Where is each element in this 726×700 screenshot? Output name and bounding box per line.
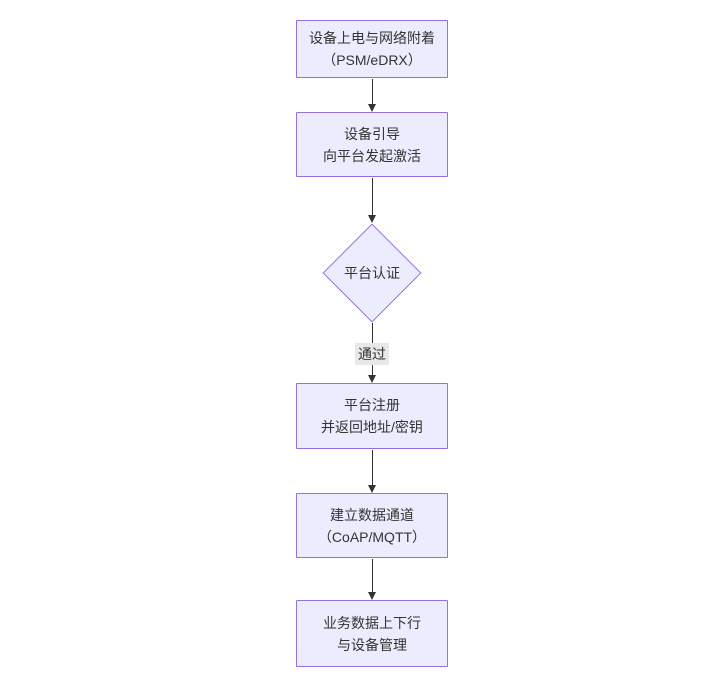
node-text-line: 设备上电与网络附着 <box>309 30 435 46</box>
node-text-line: 业务数据上下行 <box>323 614 421 631</box>
arrowhead-icon <box>368 215 376 223</box>
edge-line <box>371 559 373 592</box>
flow-edge-power-to-bootstrap <box>365 79 379 112</box>
edge-line <box>371 178 373 215</box>
flow-edge-channel-to-business <box>365 559 379 600</box>
arrowhead-icon <box>368 592 376 600</box>
arrowhead-icon <box>368 375 376 383</box>
node-text-line: 建立数据通道 <box>330 506 414 523</box>
flow-node-business-data: 业务数据上下行 与设备管理 <box>296 600 448 667</box>
flow-node-register: 平台注册 并返回地址/密钥 <box>296 383 448 449</box>
edge-line <box>371 79 373 104</box>
arrowhead-icon <box>368 485 376 493</box>
flow-node-auth-decision: 平台认证 <box>322 223 422 323</box>
flow-node-bootstrap: 设备引导 向平台发起激活 <box>296 112 448 177</box>
node-text-line: 并返回地址/密钥 <box>321 419 423 435</box>
node-text-line: （CoAP/MQTT） <box>317 528 427 545</box>
flow-node-power-attach: 设备上电与网络附着 （PSM/eDRX） <box>296 20 448 78</box>
node-text-line: 向平台发起激活 <box>323 147 421 164</box>
arrowhead-icon <box>368 104 376 112</box>
flow-edge-bootstrap-to-auth <box>365 178 379 223</box>
edge-label-pass: 通过 <box>355 343 389 365</box>
node-text-line: 设备引导 <box>344 125 400 142</box>
flow-edge-auth-to-register: 通过 <box>355 323 389 383</box>
node-text-line: （PSM/eDRX） <box>322 52 422 68</box>
node-text-line: 平台认证 <box>344 265 400 281</box>
node-text-line: 与设备管理 <box>337 636 407 653</box>
flow-edge-register-to-channel <box>365 450 379 493</box>
node-text-line: 平台注册 <box>344 397 400 413</box>
flow-node-data-channel: 建立数据通道 （CoAP/MQTT） <box>296 493 448 558</box>
edge-line <box>371 450 373 485</box>
